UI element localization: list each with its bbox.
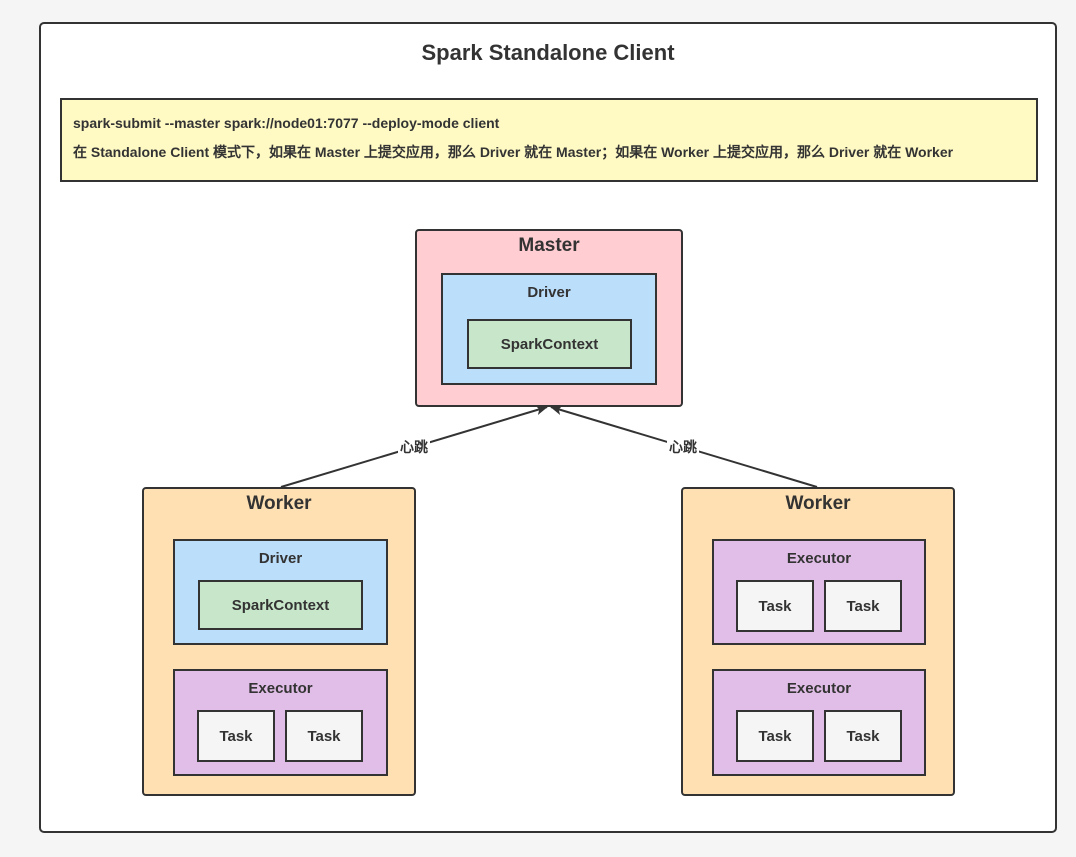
- worker-left-driver-label: Driver: [258, 550, 303, 567]
- worker-right-executor-2-task-1: Task: [736, 710, 814, 762]
- master-driver: Driver SparkContext: [441, 273, 657, 385]
- worker-right-executor-2-label: Executor: [786, 680, 852, 697]
- heartbeat-label-right: 心跳: [667, 439, 699, 455]
- worker-left-executor-label: Executor: [248, 680, 313, 697]
- worker-left-label: Worker: [246, 493, 312, 514]
- heartbeat-label-left: 心跳: [398, 439, 430, 455]
- worker-right-executor-1-task-2: Task: [824, 580, 902, 632]
- worker-right-executor-2-task-2: Task: [824, 710, 902, 762]
- note-box: spark-submit --master spark://node01:707…: [60, 98, 1038, 182]
- worker-node-right: Worker Executor Task Task Executor Task …: [681, 487, 955, 796]
- master-label: Master: [518, 235, 580, 256]
- note-description: 在 Standalone Client 模式下，如果在 Master 上提交应用…: [73, 144, 954, 160]
- worker-left-executor: Executor Task Task: [173, 669, 388, 776]
- worker-left-driver: Driver SparkContext: [173, 539, 388, 645]
- master-spark-context: SparkContext: [467, 319, 632, 369]
- worker-left-task-1: Task: [197, 710, 275, 762]
- master-node: Master Driver SparkContext: [415, 229, 683, 407]
- worker-left-task-2: Task: [285, 710, 363, 762]
- worker-right-executor-1: Executor Task Task: [712, 539, 926, 645]
- note-command: spark-submit --master spark://node01:707…: [73, 115, 500, 131]
- worker-right-executor-1-label: Executor: [786, 550, 852, 567]
- worker-left-spark-context: SparkContext: [198, 580, 363, 630]
- worker-node-left: Worker Driver SparkContext Executor Task…: [142, 487, 416, 796]
- master-driver-label: Driver: [527, 284, 571, 301]
- diagram-title: Spark Standalone Client: [421, 40, 675, 65]
- worker-right-executor-1-task-1: Task: [736, 580, 814, 632]
- worker-right-executor-2: Executor Task Task: [712, 669, 926, 776]
- worker-right-label: Worker: [785, 493, 851, 514]
